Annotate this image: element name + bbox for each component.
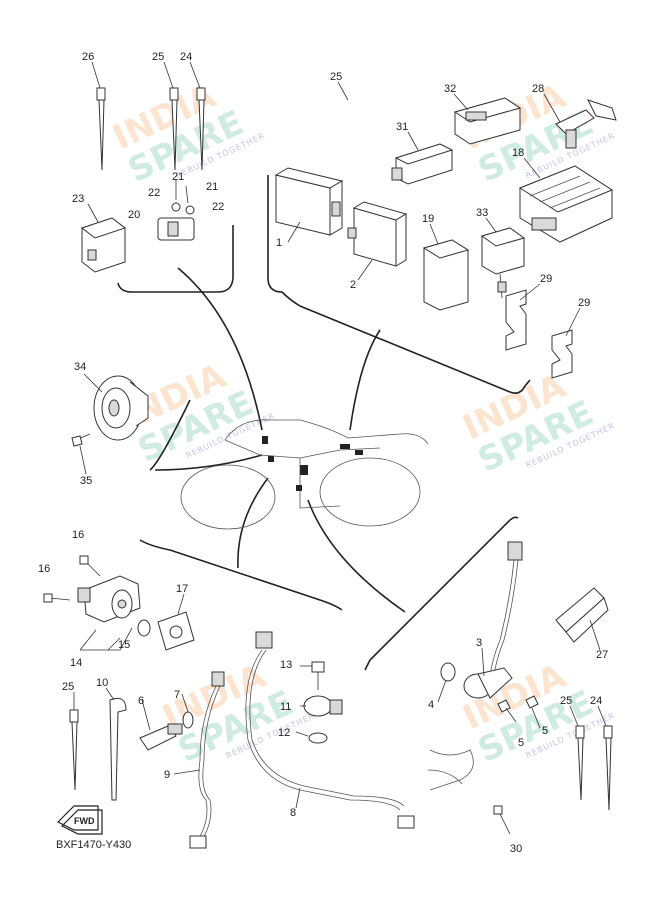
callout-10: 10 [96, 677, 108, 689]
ecu-1 [274, 167, 344, 236]
sensor-cable-9 [189, 671, 225, 849]
callout-7: 7 [174, 689, 180, 701]
callout-25-right: 25 [560, 695, 572, 707]
callout-4: 4 [428, 699, 434, 711]
callout-18: 18 [512, 147, 524, 159]
callout-14: 14 [70, 657, 82, 669]
motorcycle-outline [180, 419, 429, 530]
bracket-29b [551, 329, 573, 379]
callout-25-left: 25 [62, 681, 74, 693]
sensor-11 [303, 695, 343, 717]
harness-leaders [154, 267, 406, 613]
cable-tie-25-right [575, 725, 585, 801]
sensor-28 [555, 99, 617, 149]
callout-20: 20 [128, 209, 140, 221]
callout-13: 13 [280, 659, 292, 671]
switch-assembly-20 [157, 180, 195, 241]
bolt-16b [43, 593, 71, 603]
callout-21-upper: 21 [172, 171, 184, 183]
callout-21-right: 21 [206, 181, 218, 193]
cable-tie-26 [96, 87, 106, 171]
module-2 [347, 201, 408, 267]
harness-30-area [427, 749, 511, 835]
washer-7 [182, 711, 194, 729]
callout-2: 2 [350, 279, 356, 291]
callout-24-right: 24 [590, 695, 602, 707]
callout-16-left: 16 [38, 563, 50, 575]
sensor-3 [463, 667, 513, 699]
relay-33 [480, 227, 526, 299]
fwd-direction-icon: FWD [56, 805, 103, 835]
bolt-13 [311, 661, 325, 690]
bolt-5a [497, 699, 517, 723]
flasher-31 [391, 143, 454, 185]
callout-24-top: 24 [180, 51, 192, 63]
callout-17: 17 [176, 583, 188, 595]
o-ring-12 [308, 732, 328, 744]
callout-15: 15 [118, 639, 130, 651]
sensor-wire-3 [489, 541, 523, 677]
callout-33: 33 [476, 207, 488, 219]
connector-cover-32 [453, 97, 522, 145]
cable-tie-25 [169, 87, 179, 171]
sensor-6 [139, 723, 183, 751]
callout-16-upper: 16 [72, 529, 84, 541]
o-ring-4 [440, 662, 456, 682]
cable-tie-24-right [603, 725, 613, 811]
callout-8: 8 [290, 807, 296, 819]
callout-35: 35 [80, 475, 92, 487]
regulator-18 [518, 165, 614, 243]
callout-5-right: 5 [542, 725, 548, 737]
callout-11: 11 [280, 701, 291, 713]
relay-23 [80, 217, 127, 273]
bolt-5b [525, 695, 539, 709]
cable-tie-24 [196, 87, 206, 171]
callout-12: 12 [278, 727, 290, 739]
horn-34 [93, 375, 149, 441]
callout-labels: 26 25 24 25 32 28 31 18 21 21 22 22 23 2… [38, 51, 608, 855]
relay-19 [422, 239, 470, 311]
cover-27 [555, 587, 609, 643]
o-ring-15 [137, 619, 151, 637]
callout-29-left: 29 [540, 273, 552, 285]
callout-30: 30 [510, 843, 522, 855]
callout-34: 34 [74, 361, 86, 373]
callout-19: 19 [422, 213, 434, 225]
bolt-16a [79, 555, 101, 577]
bracket-29a [505, 289, 527, 351]
callout-31: 31 [396, 121, 408, 133]
callout-5-lower: 5 [518, 737, 524, 749]
callout-1: 1 [276, 237, 282, 249]
leader-14-15 [79, 627, 133, 651]
callout-27: 27 [596, 649, 608, 661]
callout-3: 3 [476, 637, 482, 649]
cable-tie-25-left [69, 709, 79, 791]
gasket-17 [157, 611, 195, 651]
callout-25-top-left: 25 [152, 51, 164, 63]
callout-23: 23 [72, 193, 84, 205]
callout-26: 26 [82, 51, 94, 63]
section-brackets [117, 175, 531, 671]
callout-leaders [73, 61, 607, 809]
clamp-10 [109, 697, 127, 801]
diagram-code: BXF1470-Y430 [56, 839, 131, 851]
actuator-14 [77, 575, 141, 623]
callout-28: 28 [532, 83, 544, 95]
callout-6: 6 [138, 695, 144, 707]
callout-22-right: 22 [212, 201, 224, 213]
callout-9: 9 [164, 769, 170, 781]
sensor-cable-8 [245, 631, 415, 829]
callout-22-left: 22 [148, 187, 160, 199]
fwd-label: FWD [74, 816, 95, 826]
bolt-35 [71, 433, 91, 447]
callout-25-top-right: 25 [330, 71, 342, 83]
callout-32: 32 [444, 83, 456, 95]
callout-29-right: 29 [578, 297, 590, 309]
